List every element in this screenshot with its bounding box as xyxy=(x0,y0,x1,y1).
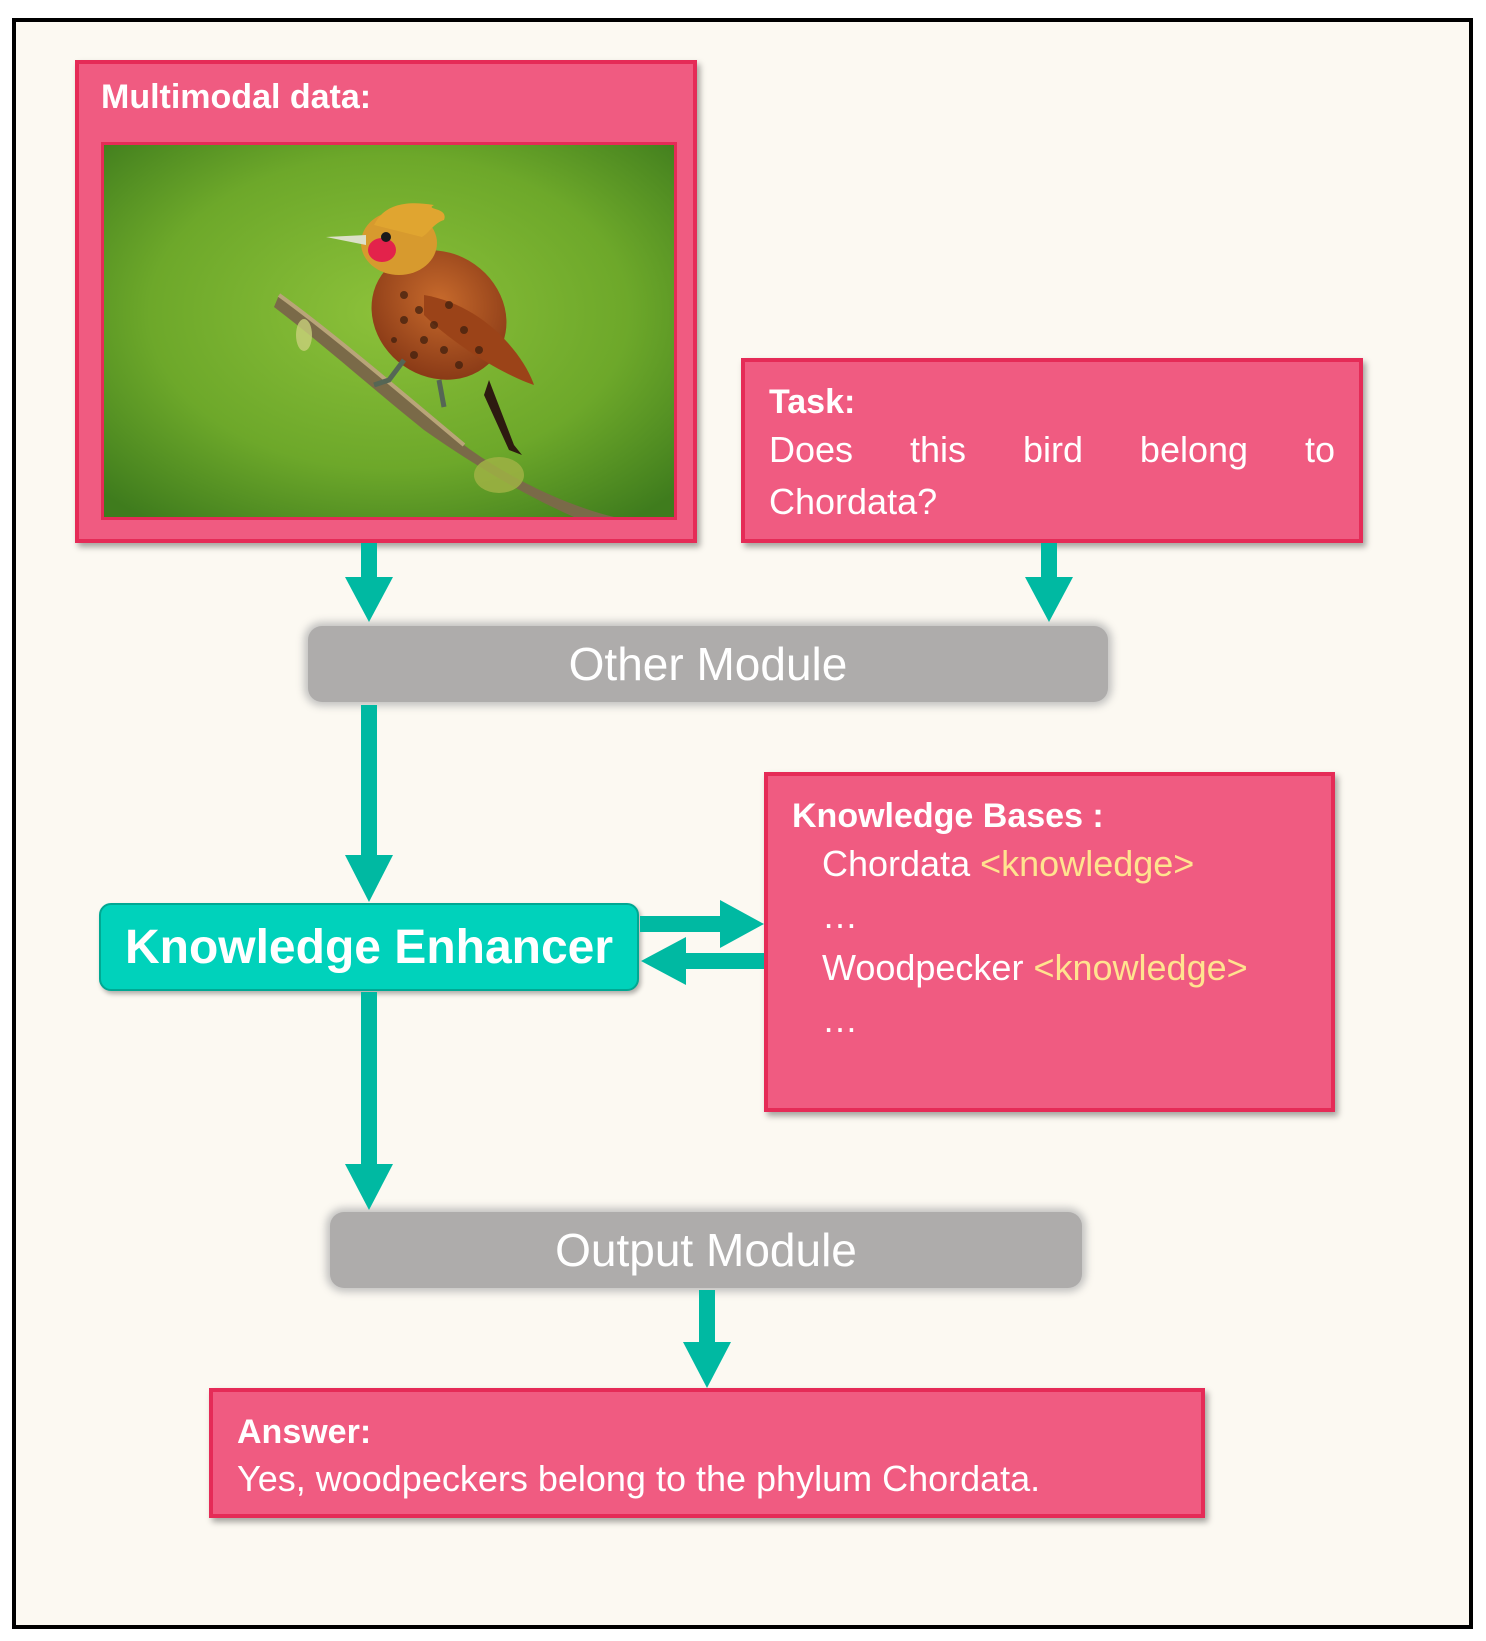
knowledge-enhancer-label: Knowledge Enhancer xyxy=(124,920,614,974)
knowledge-enhancer-box: Knowledge Enhancer xyxy=(99,903,639,991)
knowledge-entry-tag: <knowledge> xyxy=(1033,947,1248,988)
answer-title: Answer: xyxy=(237,1413,372,1451)
other-module-label: Other Module xyxy=(568,638,848,690)
multimodal-data-title: Multimodal data: xyxy=(101,78,372,116)
knowledge-bases-title: Knowledge Bases : xyxy=(792,797,1104,835)
arrow-multimodal-to-other xyxy=(345,543,393,622)
answer-box: Answer: Yes, woodpeckers belong to the p… xyxy=(209,1388,1205,1518)
knowledge-entry-tag: <knowledge> xyxy=(980,843,1195,884)
arrow-enhancer-to-bases xyxy=(640,900,764,948)
bird-photo-svg xyxy=(104,145,674,517)
arrow-enhancer-to-output xyxy=(345,992,393,1210)
arrow-bases-to-enhancer xyxy=(641,937,764,985)
knowledge-entry-ellipsis: … xyxy=(822,999,858,1040)
knowledge-entry: … xyxy=(792,994,1331,1046)
other-module-box: Other Module xyxy=(308,626,1108,702)
task-title: Task: xyxy=(769,383,856,421)
arrow-output-to-answer xyxy=(683,1290,731,1388)
answer-text: Yes, woodpeckers belong to the phylum Ch… xyxy=(237,1458,1041,1499)
output-module-label: Output Module xyxy=(555,1224,857,1276)
knowledge-entry-name: Chordata xyxy=(822,843,971,884)
knowledge-bases-box: Knowledge Bases : Chordata <knowledge> …… xyxy=(764,772,1335,1112)
task-box: Task: Does this bird belong to Chordata? xyxy=(741,358,1363,543)
knowledge-entry: … xyxy=(792,890,1331,942)
knowledge-entry-ellipsis: … xyxy=(822,895,858,936)
bird-image xyxy=(101,142,677,520)
knowledge-entry-name: Woodpecker xyxy=(822,947,1024,988)
task-text: Does this bird belong to Chordata? xyxy=(769,429,1335,522)
knowledge-entry: Chordata <knowledge> xyxy=(792,838,1331,890)
multimodal-data-box: Multimodal data: xyxy=(75,60,697,543)
arrow-task-to-other xyxy=(1025,543,1073,622)
output-module-box: Output Module xyxy=(330,1212,1082,1288)
knowledge-entry: Woodpecker <knowledge> xyxy=(792,942,1331,994)
arrow-other-to-enhancer xyxy=(345,705,393,902)
